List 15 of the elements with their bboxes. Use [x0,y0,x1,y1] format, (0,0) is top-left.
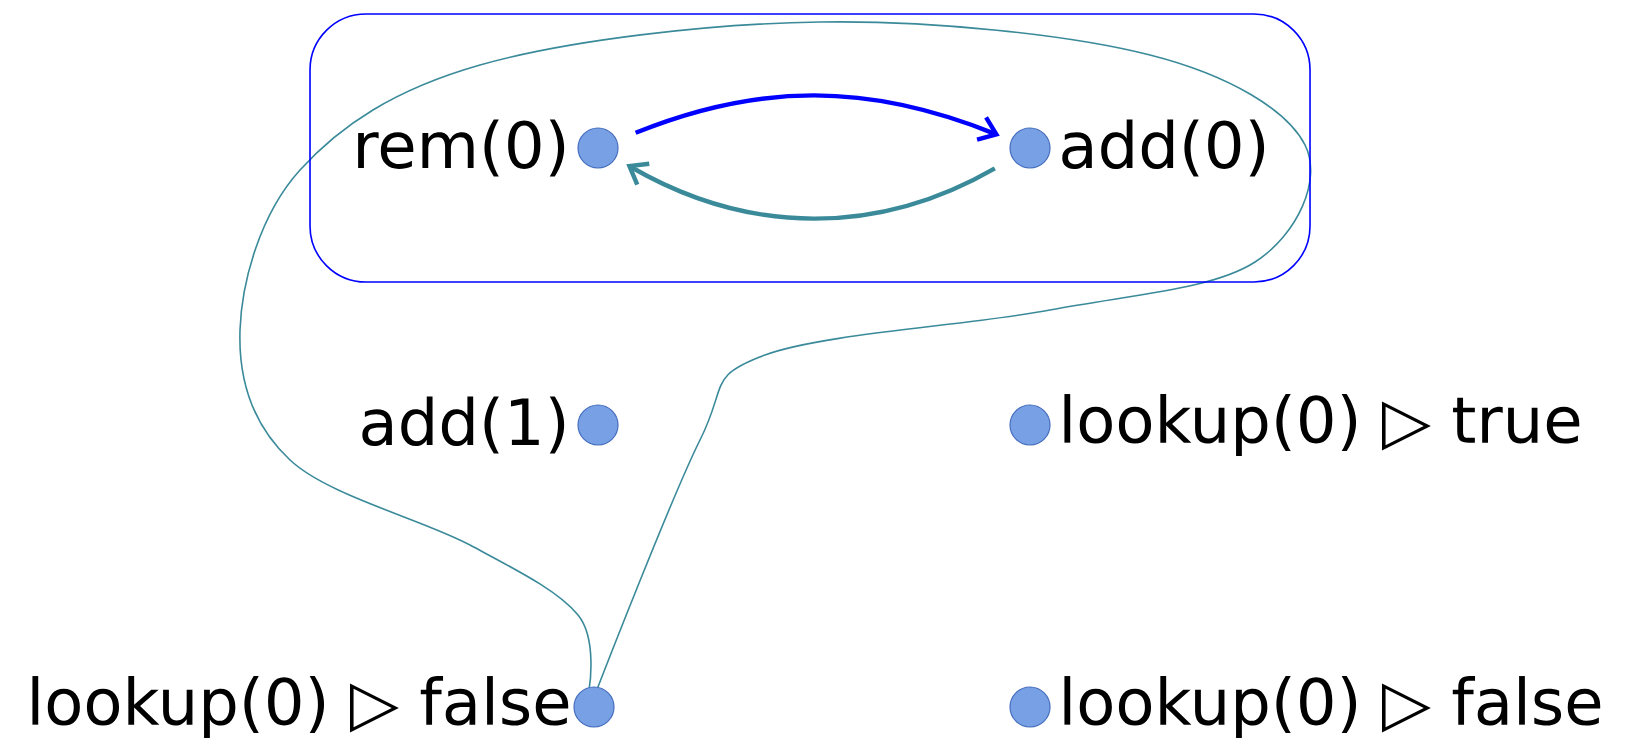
node-label: lookup(0) ▷ false [1064,676,1601,738]
dot [577,127,619,169]
dot [1009,686,1051,728]
rounded-box [309,13,1311,283]
dot [577,404,619,446]
node-label: lookup(0) ▷ false [32,676,569,738]
dot [1009,127,1051,169]
node-label: lookup(0) ▷ true [1064,394,1580,456]
node-label: rem(0) [358,119,565,177]
node-label: add(1) [362,396,565,454]
arrow [626,161,996,221]
dot [1009,404,1051,446]
arrow [634,93,1000,142]
dot [573,686,615,728]
node-label: add(0) [1062,119,1265,177]
